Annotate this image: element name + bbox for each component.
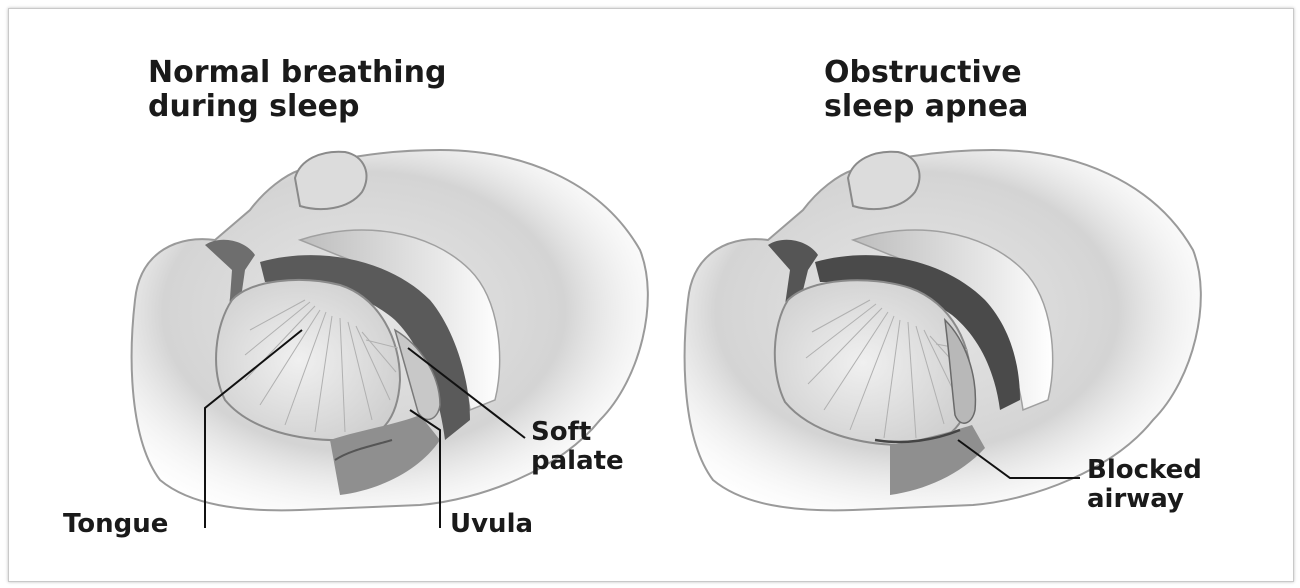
- title-line: Normal breathing: [148, 56, 446, 90]
- tongue-label-text: Tongue: [63, 510, 168, 539]
- sleep-apnea-title: Obstructive sleep apnea: [824, 56, 1028, 124]
- uvula-label-text: Uvula: [450, 510, 533, 539]
- normal-breathing-title: Normal breathing during sleep: [148, 56, 446, 124]
- blocked-airway-label: Blocked airway: [1087, 456, 1202, 514]
- blocked-airway-line: airway: [1087, 485, 1202, 514]
- title-line: sleep apnea: [824, 90, 1028, 124]
- soft-palate-line: Soft: [531, 418, 624, 447]
- soft-palate-label: Soft palate: [531, 418, 624, 476]
- soft-palate-line: palate: [531, 447, 624, 476]
- blocked-airway-line: Blocked: [1087, 456, 1202, 485]
- title-line: Obstructive: [824, 56, 1028, 90]
- tongue-label: Tongue: [63, 510, 168, 539]
- uvula-label: Uvula: [450, 510, 533, 539]
- title-line: during sleep: [148, 90, 446, 124]
